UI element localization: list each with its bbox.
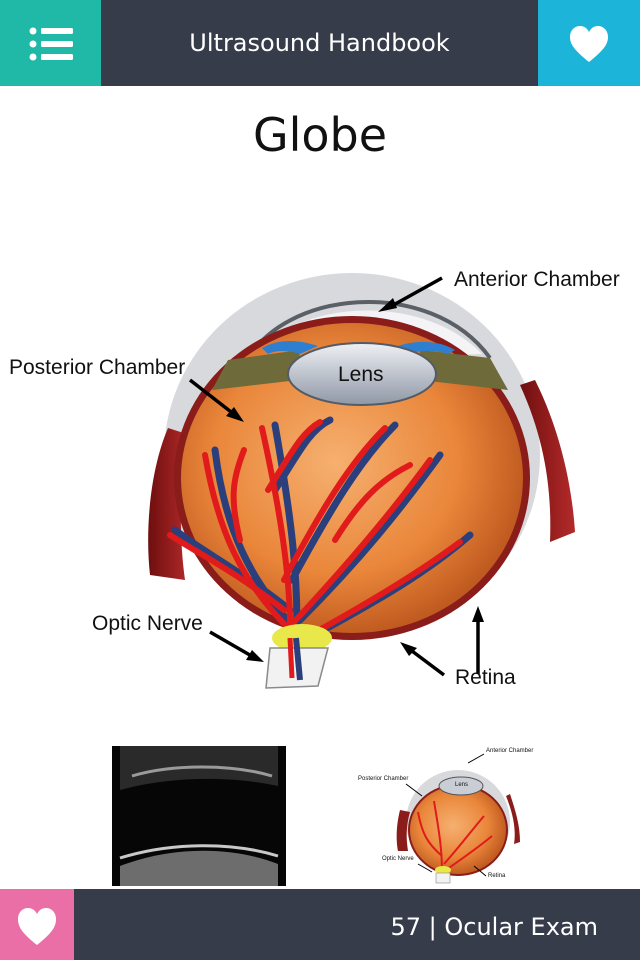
label-lens: Lens — [338, 363, 384, 386]
globe-diagram: Anterior Chamber Posterior Chamber Lens … — [0, 250, 640, 710]
favorite-button[interactable] — [538, 0, 640, 86]
heart-icon — [18, 908, 56, 945]
thumb-label-anterior-chamber: Anterior Chamber — [486, 748, 534, 754]
eye-anatomy-illustration — [148, 273, 575, 689]
thumb-label-posterior-chamber: Posterior Chamber — [358, 776, 409, 782]
label-posterior-chamber: Posterior Chamber — [9, 356, 186, 379]
thumb-label-lens: Lens — [455, 782, 469, 788]
list-icon — [29, 27, 73, 61]
app-title: Ultrasound Handbook — [189, 29, 450, 57]
bottom-bar: 57 | Ocular Exam — [0, 889, 640, 960]
ultrasound-thumbnail[interactable] — [112, 746, 286, 886]
menu-button[interactable] — [0, 0, 101, 86]
top-bar: Ultrasound Handbook — [0, 0, 640, 86]
ultrasound-image — [112, 746, 286, 886]
diagram-thumbnail[interactable]: Anterior Chamber Posterior Chamber Lens … — [356, 746, 546, 886]
label-retina: Retina — [455, 666, 516, 689]
eye-diagram-thumbnail-image — [396, 753, 520, 884]
label-optic-nerve: Optic Nerve — [92, 612, 203, 635]
thumb-label-optic-nerve: Optic Nerve — [382, 856, 414, 862]
bottom-favorite-button[interactable] — [0, 889, 74, 960]
heart-icon — [570, 26, 608, 62]
page-info: 57 | Ocular Exam — [390, 913, 598, 941]
page-title: Globe — [252, 108, 388, 162]
thumb-label-retina: Retina — [488, 873, 506, 879]
label-anterior-chamber: Anterior Chamber — [454, 268, 620, 291]
